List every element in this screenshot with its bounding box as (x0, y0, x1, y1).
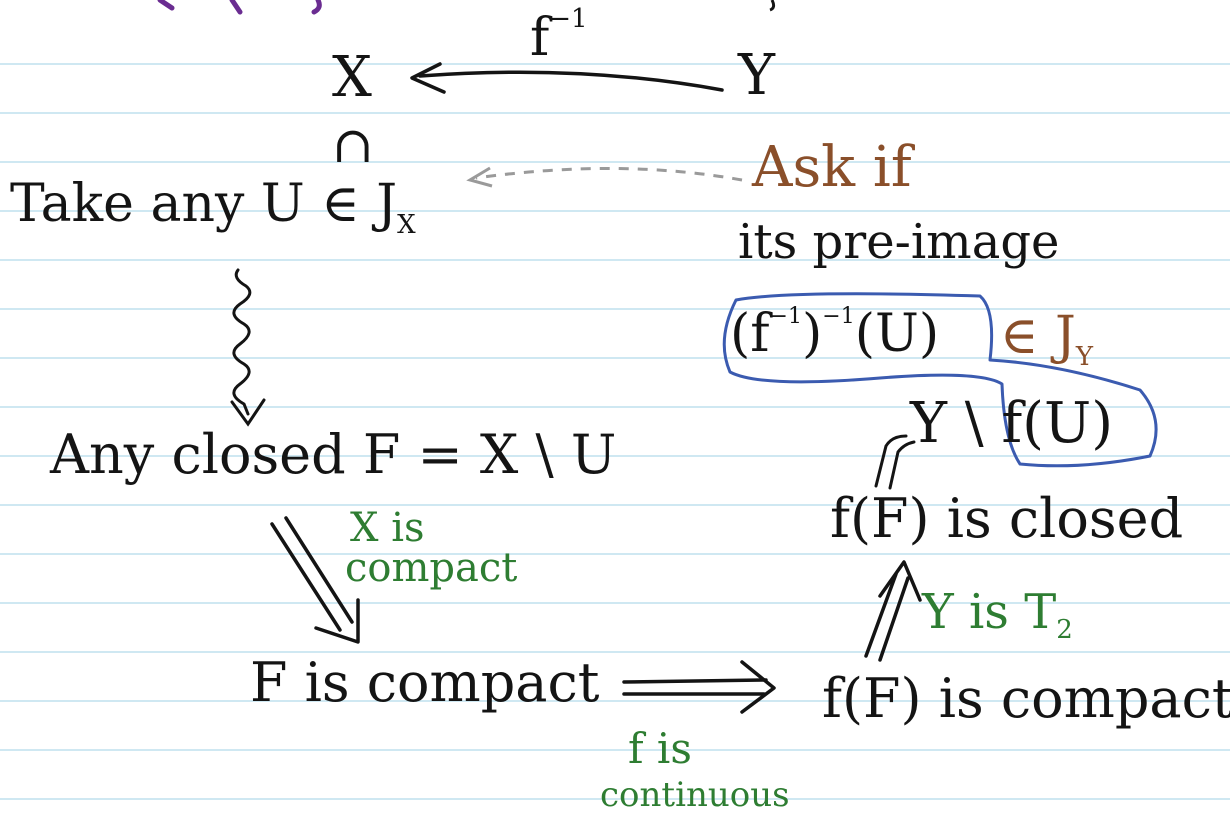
fF-is-closed: f(F) is closed (830, 487, 1184, 550)
ask-if-label: Ask if (752, 135, 912, 200)
fF-is-compact: f(F) is compact (822, 667, 1230, 730)
double-arrow-t2-head (878, 560, 922, 602)
dashed-grey-arrow (475, 166, 743, 182)
squiggle-arrowhead (230, 398, 266, 427)
in-topology-y: ∈ JY (1000, 306, 1094, 372)
preimage-expression: (f−1)−1(U) (730, 304, 940, 364)
y-is-t2-label: Y is T2 (922, 584, 1073, 645)
take-any-open-set: Take any U ∈ JX (10, 174, 416, 240)
double-arrow-continuous-head (740, 660, 776, 714)
F-is-compact: F is compact (250, 651, 600, 714)
double-arrow-compact (270, 516, 354, 632)
continuous-label: continuous (600, 775, 790, 815)
its-preimage-label: its pre-image (738, 214, 1060, 270)
blue-grouping-outline (722, 292, 1158, 468)
squiggle-arrow (232, 268, 252, 416)
equality-mark (874, 434, 916, 490)
finverse-label: f−1 (530, 4, 588, 68)
finverse-arrow (418, 70, 724, 92)
compact-label: compact (345, 545, 518, 591)
dashed-grey-arrowhead (466, 166, 493, 188)
node-y: Y (738, 43, 775, 108)
x-is-label: X is (350, 505, 425, 551)
double-arrow-compact-head (314, 598, 360, 644)
f-is-label: f is (628, 724, 692, 773)
double-arrow-t2 (864, 572, 910, 662)
finverse-arrowhead (410, 62, 446, 94)
complement-expression: Y \ f(U) (910, 391, 1114, 456)
top-purple-strokes (157, 0, 322, 15)
top-ink-stroke (769, 0, 776, 12)
intersection-symbol: ∩ (332, 116, 374, 174)
double-arrow-continuous (622, 678, 768, 696)
any-closed-set: Any closed F = X \ U (50, 423, 617, 486)
node-x: X (332, 45, 372, 110)
